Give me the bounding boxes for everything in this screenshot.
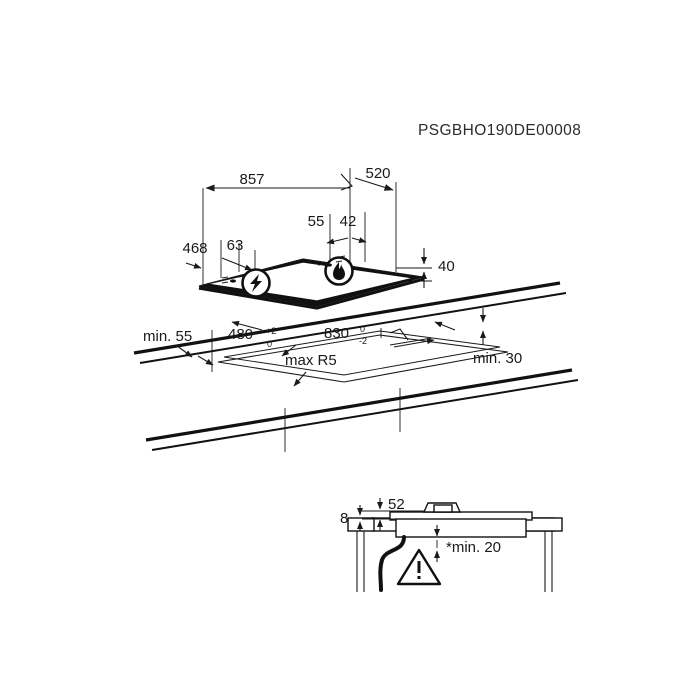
dimension-480-label: 480	[228, 326, 253, 343]
dimension-857-label: 857	[239, 171, 264, 188]
dimension-480-tolerance-lower: 0	[267, 339, 272, 349]
lightning-bolt-icon	[241, 268, 271, 298]
hob-front-edge	[198, 277, 425, 310]
dimension-40: 40	[396, 248, 455, 288]
dimension-830: 830 0 -2	[324, 321, 456, 348]
part-code-label: PSGBHO190DE00008	[418, 122, 581, 139]
cutout-corner-leaders	[389, 328, 409, 341]
section-burner	[422, 502, 462, 513]
dimension-468-label: 468	[182, 240, 207, 257]
dimension-520-label: 520	[365, 165, 390, 182]
dimension-min-30-label: min. 30	[473, 350, 522, 367]
dimension-52-label: 52	[388, 496, 405, 513]
dimension-min-20: *min. 20	[434, 525, 501, 562]
dimension-8: 8	[340, 505, 363, 531]
dimension-55-label: 55	[308, 213, 325, 230]
flame-icon	[324, 256, 354, 286]
dimension-63: 63	[221, 237, 253, 271]
cutout-opening	[217, 330, 509, 383]
dimension-55: 55	[308, 213, 349, 245]
dimension-min-30: min. 30	[473, 308, 522, 367]
dimension-857: 857	[205, 171, 353, 192]
dimension-830-tolerance-lower: -2	[359, 336, 367, 346]
hob-isometric-view: 857 520 468 63 55	[182, 165, 455, 310]
dimension-8-label: 8	[340, 510, 348, 527]
dimension-42: 42	[340, 213, 367, 243]
dimension-480: 480 +2 0	[197, 320, 276, 372]
dimension-52: 52	[362, 496, 424, 531]
dimension-min-55: min. 55	[143, 328, 193, 358]
section-cabinet-walls	[356, 531, 553, 592]
dimension-42-label: 42	[340, 213, 357, 230]
dimension-63-label: 63	[227, 237, 244, 254]
dimension-480-tolerance-upper: +2	[266, 326, 276, 336]
cross-section-view: 52 8 *min. 20	[340, 496, 563, 592]
section-cabinet-left	[347, 517, 375, 532]
section-hob-box	[395, 518, 527, 538]
dimension-468: 468	[182, 240, 208, 269]
dimension-40-label: 40	[438, 258, 455, 275]
dimension-830-label: 830	[324, 325, 349, 342]
cable-icon	[378, 535, 406, 592]
cabinet-reference-lines	[284, 388, 401, 452]
dimension-min-55-label: min. 55	[143, 328, 192, 345]
hob-rear-edge	[198, 258, 424, 287]
dimension-830-tolerance-upper: 0	[360, 324, 365, 334]
left-burner-markers	[221, 275, 246, 284]
dimension-520: 520	[354, 165, 394, 191]
worktop-cutout-view: min. 55 480 +2 0 830 0 -2	[133, 281, 579, 452]
warning-triangle-icon	[396, 548, 442, 586]
dimension-min-20-label: *min. 20	[446, 539, 501, 556]
dimension-max-r5: max R5	[281, 344, 337, 387]
right-burner-markers	[317, 255, 346, 267]
dimension-max-r5-label: max R5	[285, 352, 337, 369]
worktop-slab	[133, 281, 579, 451]
